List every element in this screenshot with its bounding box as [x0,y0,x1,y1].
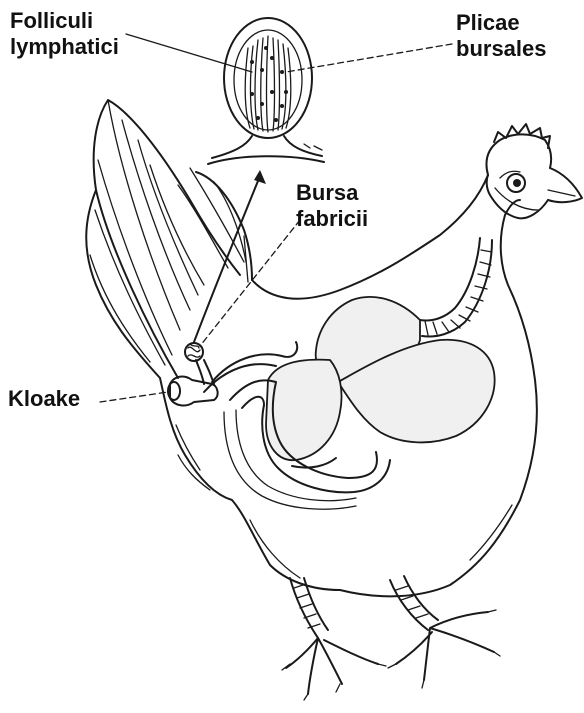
label-folliculi-lymphatici: Folliculi lymphatici [10,8,119,60]
cloaca-pointer [100,392,168,402]
cloaca [168,360,218,405]
tail-feathers [86,100,252,378]
label-bursa-fabricii: Bursa fabricii [296,180,368,232]
arrow-head [254,170,266,184]
bursa-enlarged [208,18,324,164]
intestine-loop [266,360,342,461]
label-kloake: Kloake [8,386,80,412]
head [487,124,583,218]
internal-organs [204,297,495,509]
label-plicae-bursales: Plicae bursales [456,10,547,62]
legs [282,576,500,700]
plicae-pointer [286,44,452,72]
trachea [420,238,492,336]
